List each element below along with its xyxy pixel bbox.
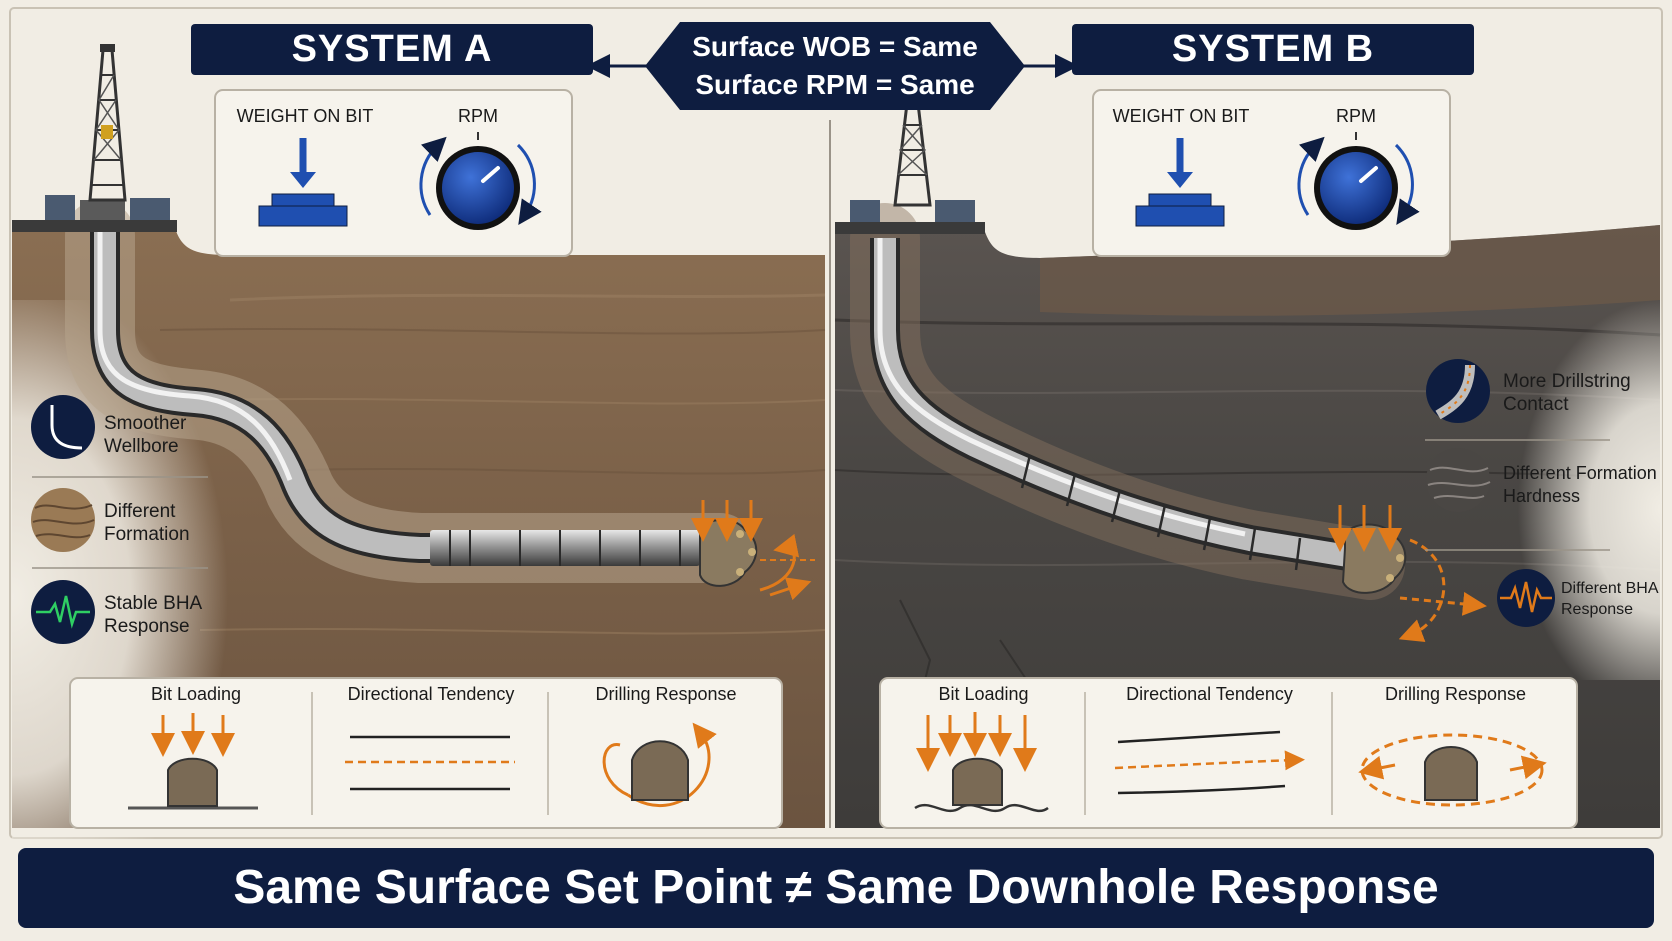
system-b-title: SYSTEM B	[1072, 24, 1474, 75]
system-a-title: SYSTEM A	[191, 24, 593, 75]
rpm-knob-b	[1297, 132, 1420, 230]
feature-label-a-1: Smoother Wellbore	[104, 413, 187, 457]
pipe-contact-icon	[1426, 359, 1490, 423]
rpm-label-b: RPM	[1336, 106, 1376, 126]
rock-texture-icon	[31, 488, 95, 552]
feature-label-b-2: Different Formation Hardness	[1503, 463, 1657, 506]
drillstring-a	[90, 232, 758, 587]
rotation-arrow-b	[1398, 538, 1446, 643]
footer-banner: Same Surface Set Point ≠ Same Downhole R…	[18, 848, 1654, 928]
bit-load-arrows-a	[691, 500, 763, 542]
rig-b	[835, 88, 985, 234]
center-badge-line1: Surface WOB = Same	[692, 31, 978, 62]
feature-label-a-2: Different Formation	[104, 501, 190, 545]
drilling-response-graphic-b	[1358, 733, 1547, 807]
center-badge-line2: Surface RPM = Same	[695, 69, 975, 100]
wob-label-b: WEIGHT ON BIT	[1112, 106, 1250, 126]
hard-rock-icon	[1426, 448, 1491, 512]
caption-drilling-response-a: Drilling Response	[595, 684, 737, 704]
bottom-panel-a	[69, 677, 783, 829]
caption-bit-loading-a: Bit Loading	[150, 684, 242, 704]
feature-label-a-3: Stable BHA Response	[104, 593, 202, 637]
curve-icon	[31, 395, 95, 459]
feature-label-b-3: Different BHA Response	[1561, 580, 1658, 618]
feature-label-b-1: More Drillstring Contact	[1503, 371, 1631, 415]
rpm-label-a: RPM	[458, 106, 498, 126]
waveform-icon	[1497, 569, 1555, 627]
bottom-panel-b	[879, 677, 1578, 829]
directional-tendency-graphic-b	[1114, 730, 1305, 795]
rig-a	[12, 44, 177, 232]
center-badge-shape	[645, 22, 1025, 110]
bit-loading-graphic-b	[914, 712, 1049, 813]
caption-drilling-response-b: Drilling Response	[1384, 684, 1527, 704]
caption-directional-a: Directional Tendency	[347, 684, 515, 704]
wob-icon-b	[1135, 138, 1225, 227]
bit-load-arrows-b	[1328, 505, 1402, 552]
rotation-arrow-a	[759, 533, 800, 592]
drilling-response-graphic-a	[602, 722, 717, 808]
wob-label-a: WEIGHT ON BIT	[236, 106, 374, 126]
caption-directional-b: Directional Tendency	[1126, 684, 1293, 704]
waveform-icon	[31, 580, 95, 644]
bit-loading-graphic-a	[128, 713, 258, 810]
directional-tendency-graphic-a	[345, 735, 515, 791]
wob-icon-a	[258, 138, 348, 227]
caption-bit-loading-b: Bit Loading	[938, 684, 1029, 704]
rpm-knob-a	[419, 132, 542, 230]
